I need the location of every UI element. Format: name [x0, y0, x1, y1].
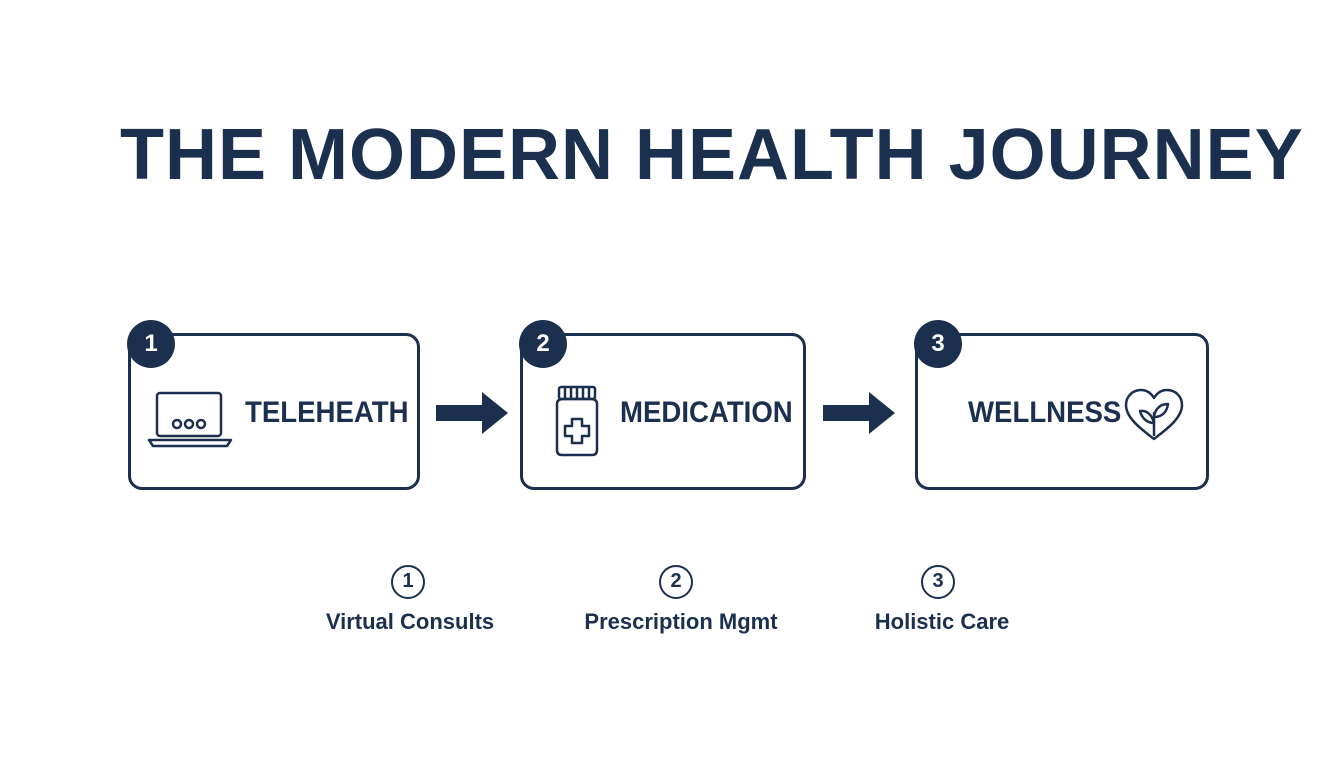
arrow-right-icon — [823, 392, 895, 434]
detail-number-badge: 3 — [921, 565, 955, 599]
laptop-icon — [147, 390, 233, 450]
detail-caption-holistic-care: Holistic Care — [874, 609, 1010, 634]
step-number-badge: 3 — [914, 320, 962, 368]
heart-sprout-icon — [1122, 387, 1186, 443]
detail-number-badge: 1 — [391, 565, 425, 599]
detail-caption-prescription-mgmt: Prescription Mgmt — [584, 609, 778, 634]
arrow-right-icon — [436, 392, 508, 434]
detail-caption-virtual-consults: Virtual Consults — [325, 609, 495, 634]
step-number-badge: 1 — [127, 320, 175, 368]
pill-bottle-icon — [551, 384, 603, 458]
step-card-telehealth — [128, 333, 420, 490]
step-card-medication — [520, 333, 806, 490]
step-card-wellness — [915, 333, 1209, 490]
detail-number-badge: 2 — [659, 565, 693, 599]
step-label-medication: MEDICATION — [620, 396, 793, 429]
step-number-badge: 2 — [519, 320, 567, 368]
step-label-telehealth: TELEHEATH — [245, 396, 409, 429]
page-title: THE MODERN HEALTH JOURNEY — [120, 115, 1304, 195]
step-label-wellness: WELLNESS — [968, 396, 1122, 429]
